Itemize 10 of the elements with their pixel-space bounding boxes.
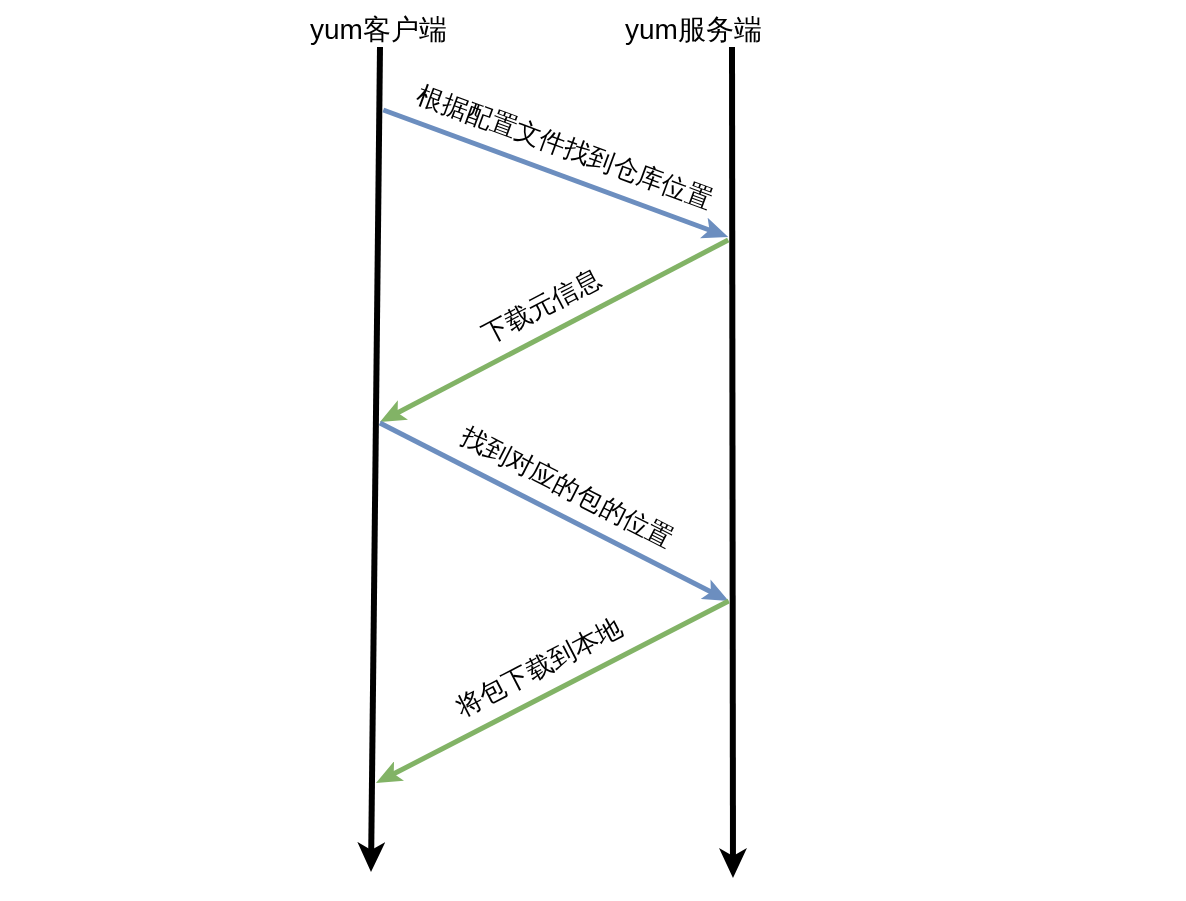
participant-label: yum客户端 [310, 14, 447, 46]
message-arrow [375, 598, 730, 783]
participant-label: yum服务端 [625, 14, 762, 46]
message-arrow [382, 107, 729, 239]
message-arrow [378, 420, 729, 601]
edge-label: 找到对应的包的位置 [455, 420, 679, 554]
edge-label: 根据配置文件找到仓库位置 [413, 79, 717, 216]
message-arrow [379, 237, 730, 422]
edge-label: 下载元信息 [476, 262, 606, 350]
edge-label: 将包下载到本地 [451, 612, 628, 723]
